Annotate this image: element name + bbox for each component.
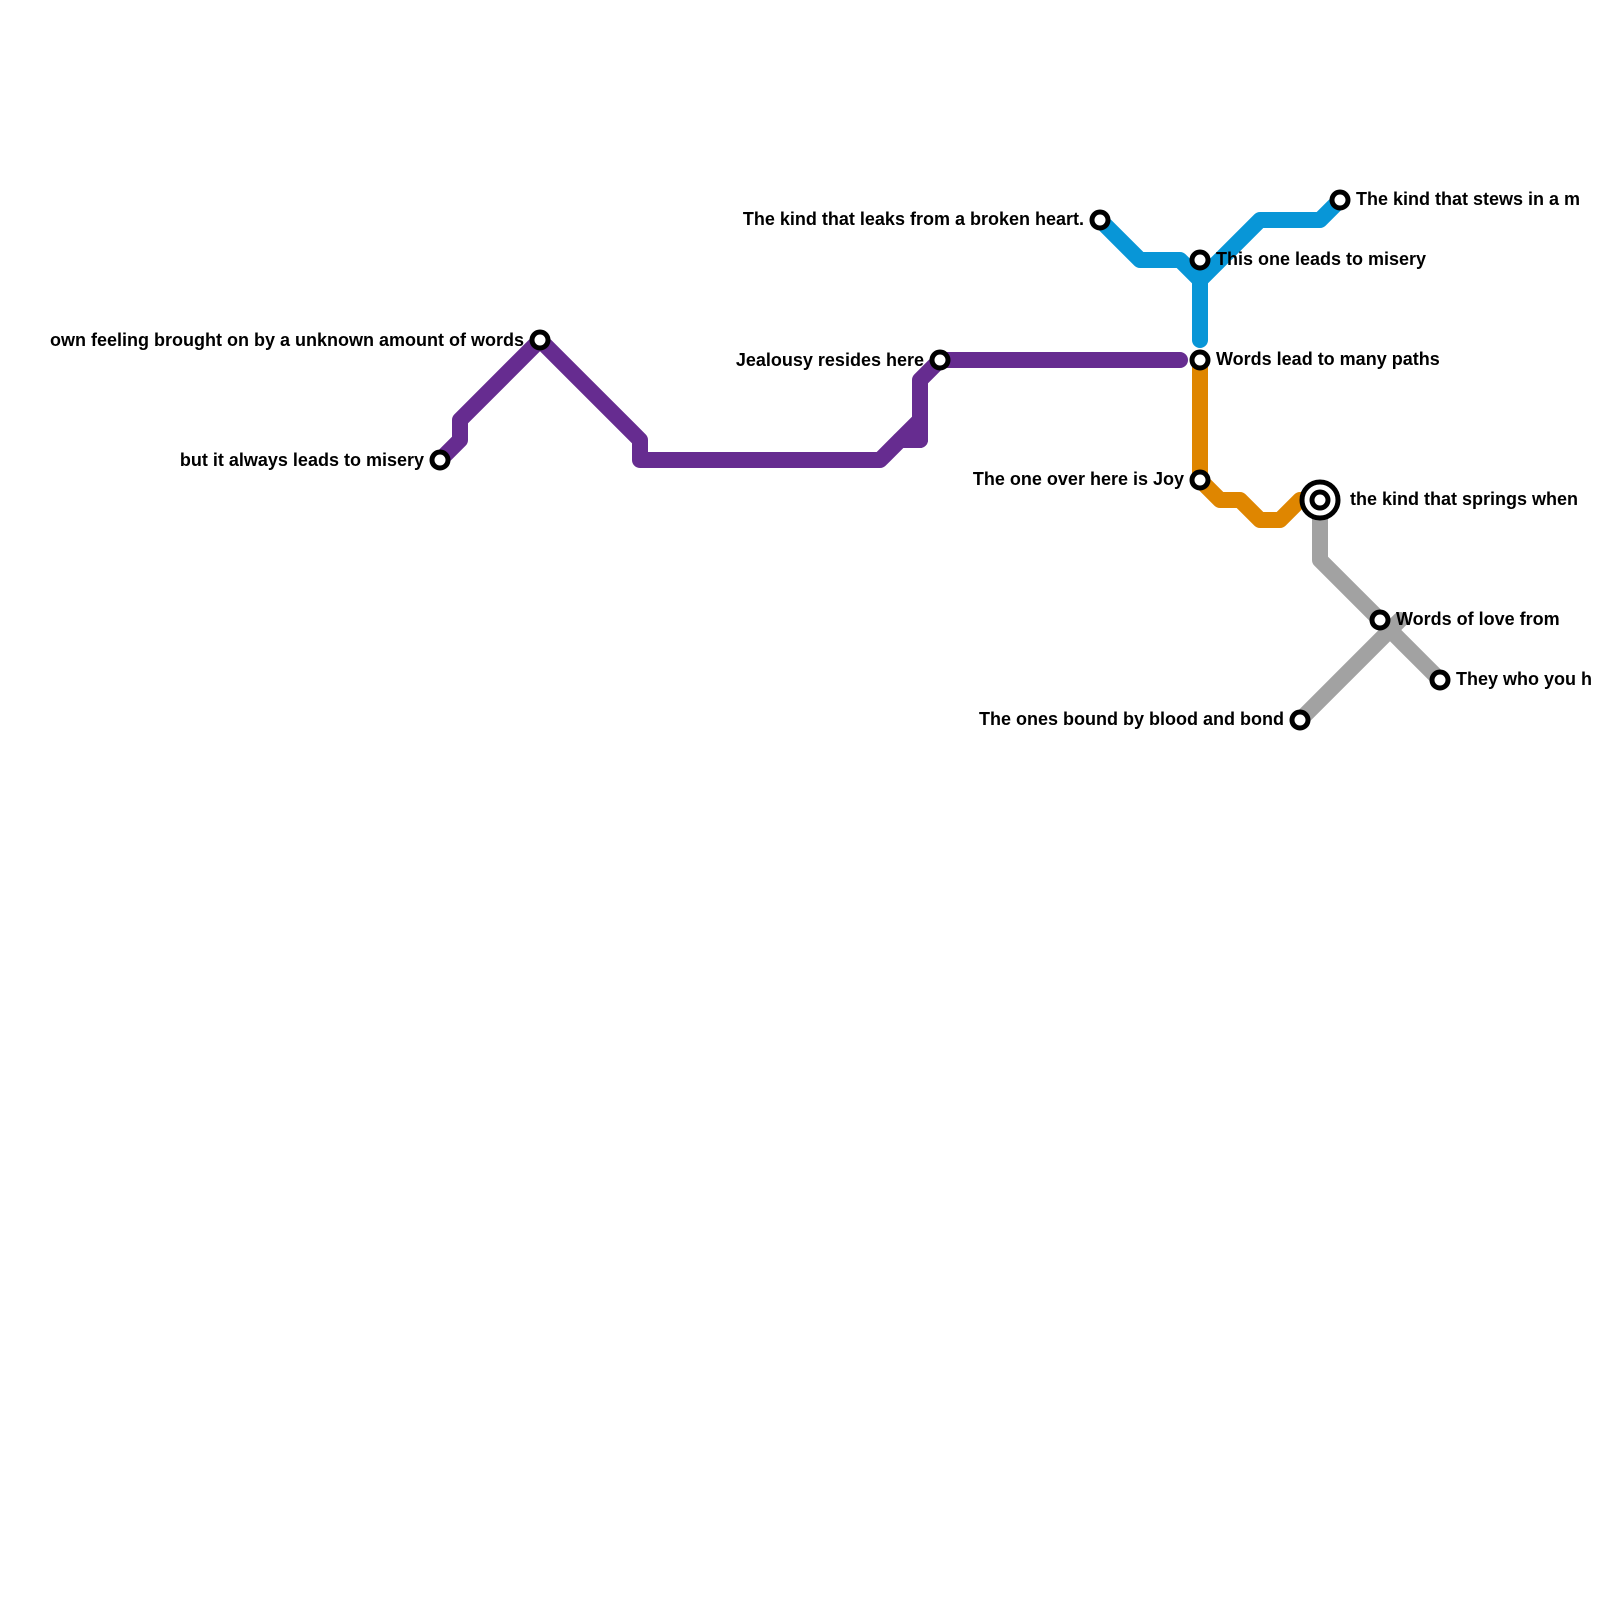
label-many-paths: Words lead to many paths [1216, 349, 1440, 369]
gray-line-branch [1292, 612, 1408, 728]
station-always-misery[interactable] [429, 449, 451, 471]
gray-line [1312, 492, 1448, 688]
label-always-misery: but it always leads to misery [180, 450, 424, 470]
station-stews[interactable] [1329, 189, 1351, 211]
station-jealousy[interactable] [929, 349, 951, 371]
label-unknown-feeling: own feeling brought on by a unknown amou… [50, 330, 524, 350]
label-springs-when: the kind that springs when [1350, 489, 1578, 509]
purple-line [432, 332, 1188, 468]
station-labels: own feeling brought on by a unknown amou… [50, 189, 1592, 729]
station-joy[interactable] [1189, 469, 1211, 491]
station-blood-and-bond[interactable] [1289, 709, 1311, 731]
station-love-from[interactable] [1369, 609, 1391, 631]
label-jealousy: Jealousy resides here [736, 350, 924, 370]
station-springs-when[interactable] [1309, 489, 1331, 511]
label-love-from: Words of love from [1396, 609, 1560, 629]
stations [429, 189, 1451, 731]
label-joy: The one over here is Joy [973, 469, 1184, 489]
label-blood-and-bond: The ones bound by blood and bond [979, 709, 1284, 729]
blue-line [1092, 212, 1208, 348]
station-many-paths[interactable] [1189, 349, 1211, 371]
route-lines [432, 192, 1448, 728]
station-leads-to-misery[interactable] [1189, 249, 1211, 271]
station-unknown-feeling[interactable] [529, 329, 551, 351]
station-broken-heart[interactable] [1089, 209, 1111, 231]
station-they-who[interactable] [1429, 669, 1451, 691]
label-stews: The kind that stews in a m [1356, 189, 1580, 209]
label-they-who: They who you h [1456, 669, 1592, 689]
label-broken-heart: The kind that leaks from a broken heart. [743, 209, 1084, 229]
label-leads-to-misery: This one leads to misery [1216, 249, 1426, 269]
blue-line-branch [1192, 192, 1348, 288]
